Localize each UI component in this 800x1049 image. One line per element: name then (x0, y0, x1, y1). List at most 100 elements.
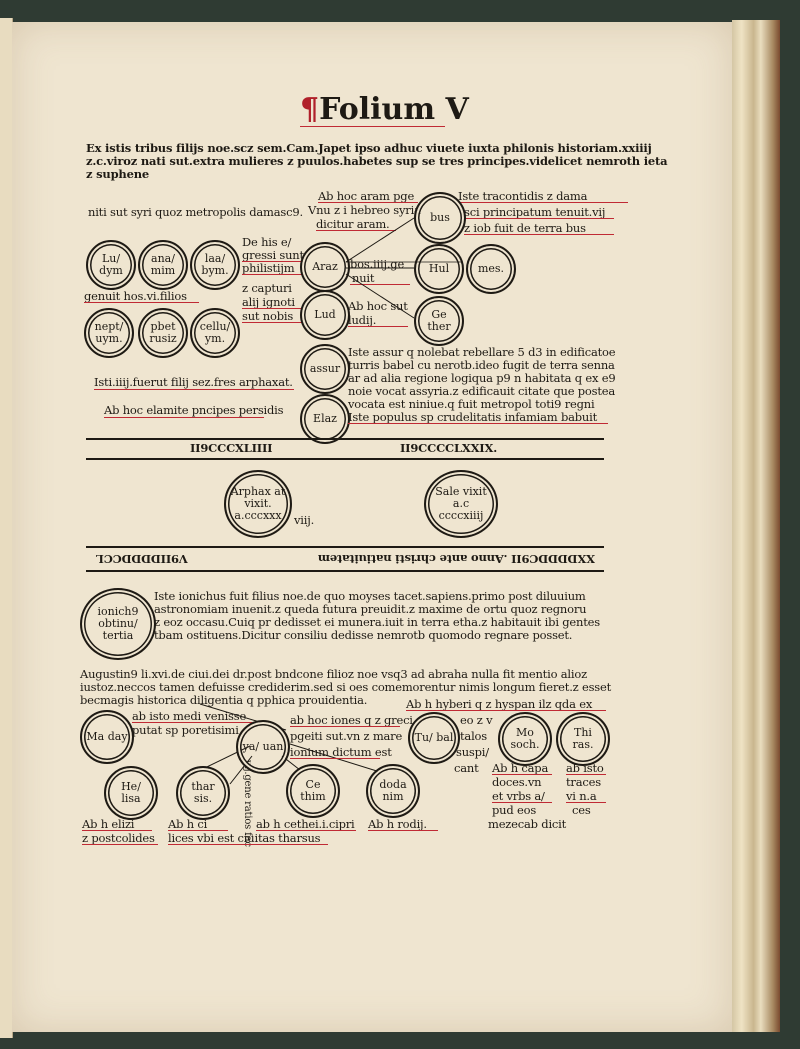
red-underline (82, 830, 152, 831)
year-right-top: II9CCCCLXXIX. (400, 441, 498, 455)
red-underline (242, 261, 302, 262)
circle-pbetrusiz: pbet rusiz (138, 308, 188, 358)
circle-gether: Ge ther (414, 296, 464, 346)
red-underline (566, 774, 606, 775)
damasc-note-1: Iste tracontidis z dama (458, 189, 588, 203)
assur-line-2: turris babel cu nerotb.ideo fugit de ter… (348, 358, 615, 372)
pilcrow-icon: ¶ (300, 92, 320, 127)
note-capa-1: Ab h capa (492, 761, 549, 775)
red-underline (566, 802, 606, 803)
top-rule-lower (86, 458, 604, 460)
red-underline (492, 802, 552, 803)
lud-note-2: ludij. (348, 313, 377, 327)
circle-helisa: He/ lisa (104, 766, 158, 820)
circle-elaz: Elaz (300, 394, 350, 444)
circle-assur: assur (300, 344, 350, 394)
year-strip-right: XXDDDDC9II .Anno ante christi natiuitate… (318, 552, 595, 566)
note-capa-5: mezecab dicit (488, 817, 567, 831)
bos-note-1: bos.iiij.ge (350, 257, 405, 271)
intro-line-3: z suphene (86, 167, 149, 181)
circle-thiras: Thi ras. (556, 712, 610, 766)
aram-note-3: dicitur aram. (316, 217, 390, 231)
circle-cethim: Ce thim (286, 764, 340, 818)
note-hyberi: Ab h hyberi q z hyspan ilz qda ex (406, 697, 593, 711)
circle-iauan: ya/ uan (236, 720, 290, 774)
damasc-note-3: z iob fuit de terra bus (464, 221, 586, 235)
year-strip-top (86, 546, 604, 548)
red-underline (242, 274, 302, 275)
red-underline (350, 284, 410, 285)
ionichus-line-2: astronomiam inuenit.z queda futura preui… (154, 602, 587, 616)
persidis-note: Ab hoc elamite pncipes persidis (104, 403, 284, 417)
red-underline (168, 830, 228, 831)
arphaxat-side: viij. (294, 513, 315, 527)
note-cethei: ab h cethei.i.cipri (256, 817, 355, 831)
red-underline (464, 218, 614, 219)
note-capa-2: doces.vn (492, 775, 542, 789)
his-note-2: gressi sunt (242, 248, 304, 262)
red-underline (290, 726, 400, 727)
his-note-1: De his e/ (242, 235, 292, 249)
red-underline (458, 202, 628, 203)
manuscript-page (12, 22, 732, 1032)
year-strip-left: V9IIDDDDCCL (96, 552, 188, 566)
circle-tharsis: thar sis. (176, 766, 230, 820)
circle-maday: Ma day (80, 710, 134, 764)
genuit-note: genuit hos.vi.filios (84, 289, 187, 303)
circle-lu-dym: Lu/ dym (86, 240, 136, 290)
assur-line-1: Iste assur q nolebat rebellare 5 d3 in e… (348, 345, 616, 359)
circle-sale: Sale vixit a.c ccccxiiij (424, 470, 498, 538)
red-underline (256, 830, 356, 831)
red-underline (242, 322, 302, 323)
fuerut-note: Isti.iiij.fuerut filij sez.fres arphaxat… (94, 375, 293, 389)
red-underline (368, 830, 438, 831)
note-ab-hoc-iones: ab hoc iones q z greci (290, 713, 413, 727)
note-pgeiti: pgeiti sut.vn z mare (290, 729, 403, 743)
aram-note-1: Ab hoc aram pge (318, 189, 415, 203)
year-strip-bottom (86, 570, 604, 572)
note-cant: cant (454, 761, 479, 775)
his-note-4: z capturi (242, 281, 292, 295)
note-suspi: suspi/ (456, 745, 489, 759)
title-text: Folium V (319, 92, 469, 127)
note-isto-3: vi n.a (566, 789, 597, 803)
note-capa-4: pud eos (492, 803, 537, 817)
red-underline (82, 844, 158, 845)
red-underline (168, 844, 328, 845)
note-ab-isto: ab isto medi venisse (132, 709, 247, 723)
circle-dodanim: doda nim (366, 764, 420, 818)
year-left-top: II9CCCXLIIII (190, 441, 273, 455)
damasc-note-2: sci principatum tenuit.vij (464, 205, 606, 219)
note-eoz: eo z v (460, 713, 493, 727)
circle-laabym: laa/ bym. (190, 240, 240, 290)
note-capa-3: et vrbs a/ (492, 789, 545, 803)
intro-line-2: z.c.viroz nati sut.extra mulieres z puul… (86, 154, 668, 168)
circle-celluym: cellu/ ym. (190, 308, 240, 358)
red-underline (348, 423, 608, 424)
note-putat: putat sp poretisimi (132, 723, 239, 737)
red-underline (464, 234, 614, 235)
red-underline (242, 308, 302, 309)
red-underline (406, 710, 606, 711)
circle-lud: Lud (300, 290, 350, 340)
note-ionium: ionium dictum est (290, 745, 392, 759)
note-lices: lices vbi est ciuitas tharsus (168, 831, 321, 845)
intro-line-1: Ex istis tribus filijs noe.scz sem.Cam.J… (86, 141, 652, 155)
augustin-line-2: iustoz.neccos tamen defuisse crediderim.… (80, 680, 611, 694)
circle-hul: Hul (414, 244, 464, 294)
red-underline (492, 774, 552, 775)
ionichus-line-1: Iste ionichus fuit filius noe.de quo moy… (154, 589, 586, 603)
note-helizi-1: Ab h elizi (82, 817, 135, 831)
note-isto-2: traces (566, 775, 601, 789)
circle-mes: mes. (466, 244, 516, 294)
circle-neptuym: nept/ uym. (84, 308, 134, 358)
assur-line-6: Iste populus sp crudelitatis infamiam ba… (348, 410, 598, 424)
circle-arphaxat: Arphax at vixit. a.cccxxx (224, 470, 292, 538)
assur-line-5: vocata est niniue.q fuit metropol toti9 … (348, 397, 595, 411)
augustin-line-1: Augustin9 li.xvi.de ciui.dei dr.post bnd… (80, 667, 587, 681)
red-underline (318, 202, 418, 203)
red-underline (132, 722, 252, 723)
ionichus-line-4: tbam ostituens.Dicitur consiliu dedisse … (154, 628, 573, 642)
circle-tubal: Tu/ bal (408, 712, 460, 764)
his-note-6: sut nobis (242, 309, 294, 323)
